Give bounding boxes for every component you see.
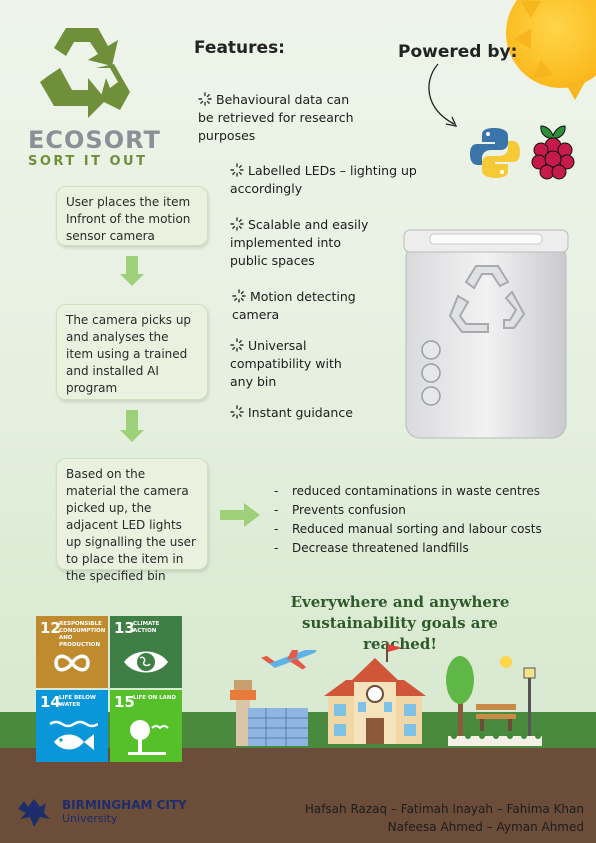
sdg-number: 13	[114, 619, 135, 637]
sdg-label: LIFE ON LAND	[133, 695, 177, 701]
result-text: reduced contaminations in waste centres	[292, 484, 540, 498]
authors: Hafsah Razaq – Fatimah Inayah – Fahima K…	[305, 800, 584, 836]
soil-strip	[0, 748, 596, 843]
loading-icon	[230, 163, 244, 177]
feature-item: Universal compatibility with any bin	[230, 337, 360, 391]
result-text: Prevents confusion	[292, 503, 406, 517]
sdg-13-tile: 13 CLIMATE ACTION	[110, 616, 182, 688]
result-item: -Decrease threatened landfills	[274, 541, 469, 555]
feature-item: Instant guidance	[230, 404, 380, 422]
sdg-label: CLIMATE ACTION	[133, 621, 160, 634]
feature-item: Behavioural data can be retrieved for re…	[198, 91, 368, 145]
fish-wave-icon	[49, 720, 98, 750]
infinity-icon	[54, 654, 90, 672]
step-3-box: Based on the material the camera picked …	[56, 458, 208, 583]
feature-label: Scalable and easily implemented into pub…	[230, 217, 369, 268]
result-text: Reduced manual sorting and labour costs	[292, 522, 542, 536]
recycle-logo-icon	[40, 28, 130, 118]
feature-label: Behavioural data can be retrieved for re…	[198, 92, 354, 143]
right-arrow-icon	[220, 503, 260, 527]
university-crest-icon	[18, 799, 50, 827]
loading-icon	[198, 92, 212, 106]
authors-line-1: Hafsah Razaq – Fatimah Inayah – Fahima K…	[304, 802, 584, 816]
step-3-text: Based on the material the camera picked …	[66, 467, 196, 583]
park-illustration	[446, 656, 542, 746]
authors-line-2: Nafeesa Ahmed – Ayman Ahmed	[387, 820, 584, 834]
airport-illustration	[230, 650, 317, 746]
slogan: Everywhere and anywhere sustainability g…	[290, 593, 510, 653]
sdg-number: 12	[40, 619, 61, 637]
smart-bin-illustration	[403, 229, 569, 439]
sdg-number: 14	[40, 693, 61, 711]
loading-icon	[230, 405, 244, 419]
result-text: Decrease threatened landfills	[292, 541, 469, 555]
sdg-14-tile: 14 LIFE BELOW WATER	[36, 690, 108, 762]
logo-subtitle: SORT IT OUT	[28, 154, 148, 169]
step-1-box: User places the item Infront of the moti…	[56, 186, 208, 246]
university-subtitle: University	[62, 812, 118, 825]
sun-ray	[565, 82, 585, 100]
eye-globe-icon	[124, 651, 168, 673]
loading-icon	[230, 217, 244, 231]
school-illustration	[324, 642, 426, 744]
result-item: -reduced contaminations in waste centres	[274, 484, 540, 498]
result-item: -Reduced manual sorting and labour costs	[274, 522, 542, 536]
down-arrow-icon	[120, 410, 144, 442]
raspberry-pi-logo-icon	[531, 125, 575, 180]
sdg-number: 15	[114, 693, 135, 711]
sdg-label: LIFE BELOW WATER	[59, 695, 96, 708]
university-title: BIRMINGHAM CITY	[62, 798, 187, 812]
features-heading: Features:	[194, 38, 285, 58]
feature-label: Instant guidance	[248, 405, 353, 420]
down-arrow-icon	[120, 256, 144, 286]
loading-icon	[232, 289, 246, 303]
result-item: -Prevents confusion	[274, 503, 406, 517]
feature-label: Universal compatibility with any bin	[230, 338, 342, 389]
step-2-box: The camera picks up and analyses the ite…	[56, 304, 208, 400]
results-list: -reduced contaminations in waste centres…	[274, 482, 542, 558]
feature-item: Motion detecting camera	[232, 288, 382, 324]
step-2-text: The camera picks up and analyses the ite…	[66, 313, 192, 395]
sdg-label: RESPONSIBLE CONSUMPTION AND PRODUCTION	[59, 621, 106, 648]
university-name: BIRMINGHAM CITY University	[62, 798, 187, 826]
feature-item: Labelled LEDs – lighting up accordingly	[230, 162, 430, 198]
logo-title: ECOSORT	[28, 126, 161, 154]
tree-bird-icon	[128, 720, 169, 755]
sdg-12-tile: 12 RESPONSIBLE CONSUMPTION AND PRODUCTIO…	[36, 616, 108, 688]
curved-arrow-icon	[428, 63, 458, 127]
powered-by-heading: Powered by:	[398, 42, 518, 62]
python-logo-icon	[470, 128, 520, 178]
step-1-text: User places the item Infront of the moti…	[66, 195, 191, 243]
sdg-15-tile: 15 LIFE ON LAND	[110, 690, 182, 762]
loading-icon	[230, 338, 244, 352]
feature-label: Labelled LEDs – lighting up accordingly	[230, 163, 417, 196]
feature-item: Scalable and easily implemented into pub…	[230, 216, 380, 270]
feature-label: Motion detecting camera	[232, 289, 356, 322]
